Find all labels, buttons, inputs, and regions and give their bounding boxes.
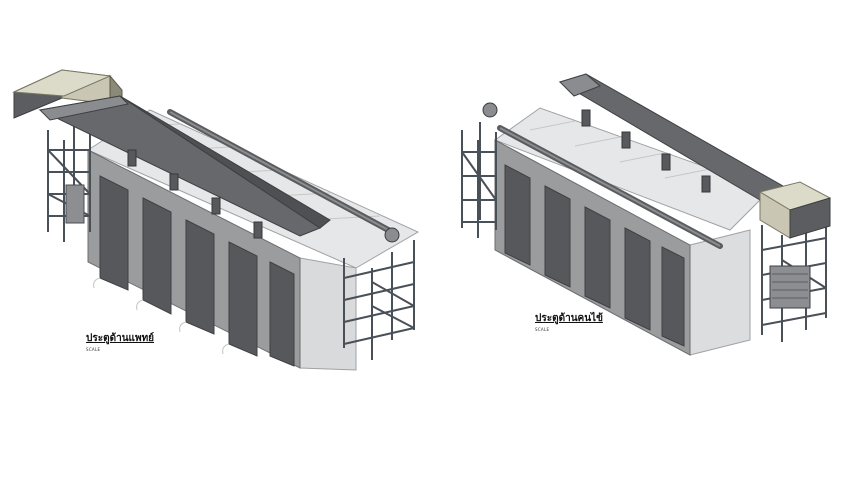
left-rack-frame-right	[343, 240, 415, 360]
right-view-label: ประตูด้านคนไข้ SCALE	[535, 311, 603, 332]
left-side-wall	[299, 257, 357, 371]
right-view-title: ประตูด้านคนไข้	[535, 313, 603, 324]
right-rack-frame-left	[461, 122, 497, 238]
left-pipe-fitting	[384, 227, 400, 243]
right-doors	[504, 164, 685, 347]
left-rack-frame-left	[47, 120, 91, 242]
right-condenser-unit	[769, 265, 811, 309]
left-isometric-view	[12, 69, 420, 371]
right-supply-duct	[558, 73, 792, 201]
left-supply-duct	[38, 95, 331, 237]
left-view-scale: SCALE	[86, 347, 101, 352]
right-view-scale: SCALE	[535, 327, 550, 332]
left-duct-drops	[127, 149, 263, 239]
right-roof-ribs	[529, 120, 711, 179]
right-ahu-unit	[758, 181, 832, 239]
left-condenser-unit	[65, 184, 85, 224]
left-doors	[99, 175, 295, 367]
left-door-swings	[93, 277, 230, 355]
right-pipe-fitting	[482, 102, 498, 118]
left-view-title: ประตูด้านแพทย์	[86, 333, 155, 344]
right-duct-drops	[581, 109, 711, 193]
right-isometric-view	[461, 73, 832, 356]
left-view-label: ประตูด้านแพทย์ SCALE	[86, 331, 154, 352]
